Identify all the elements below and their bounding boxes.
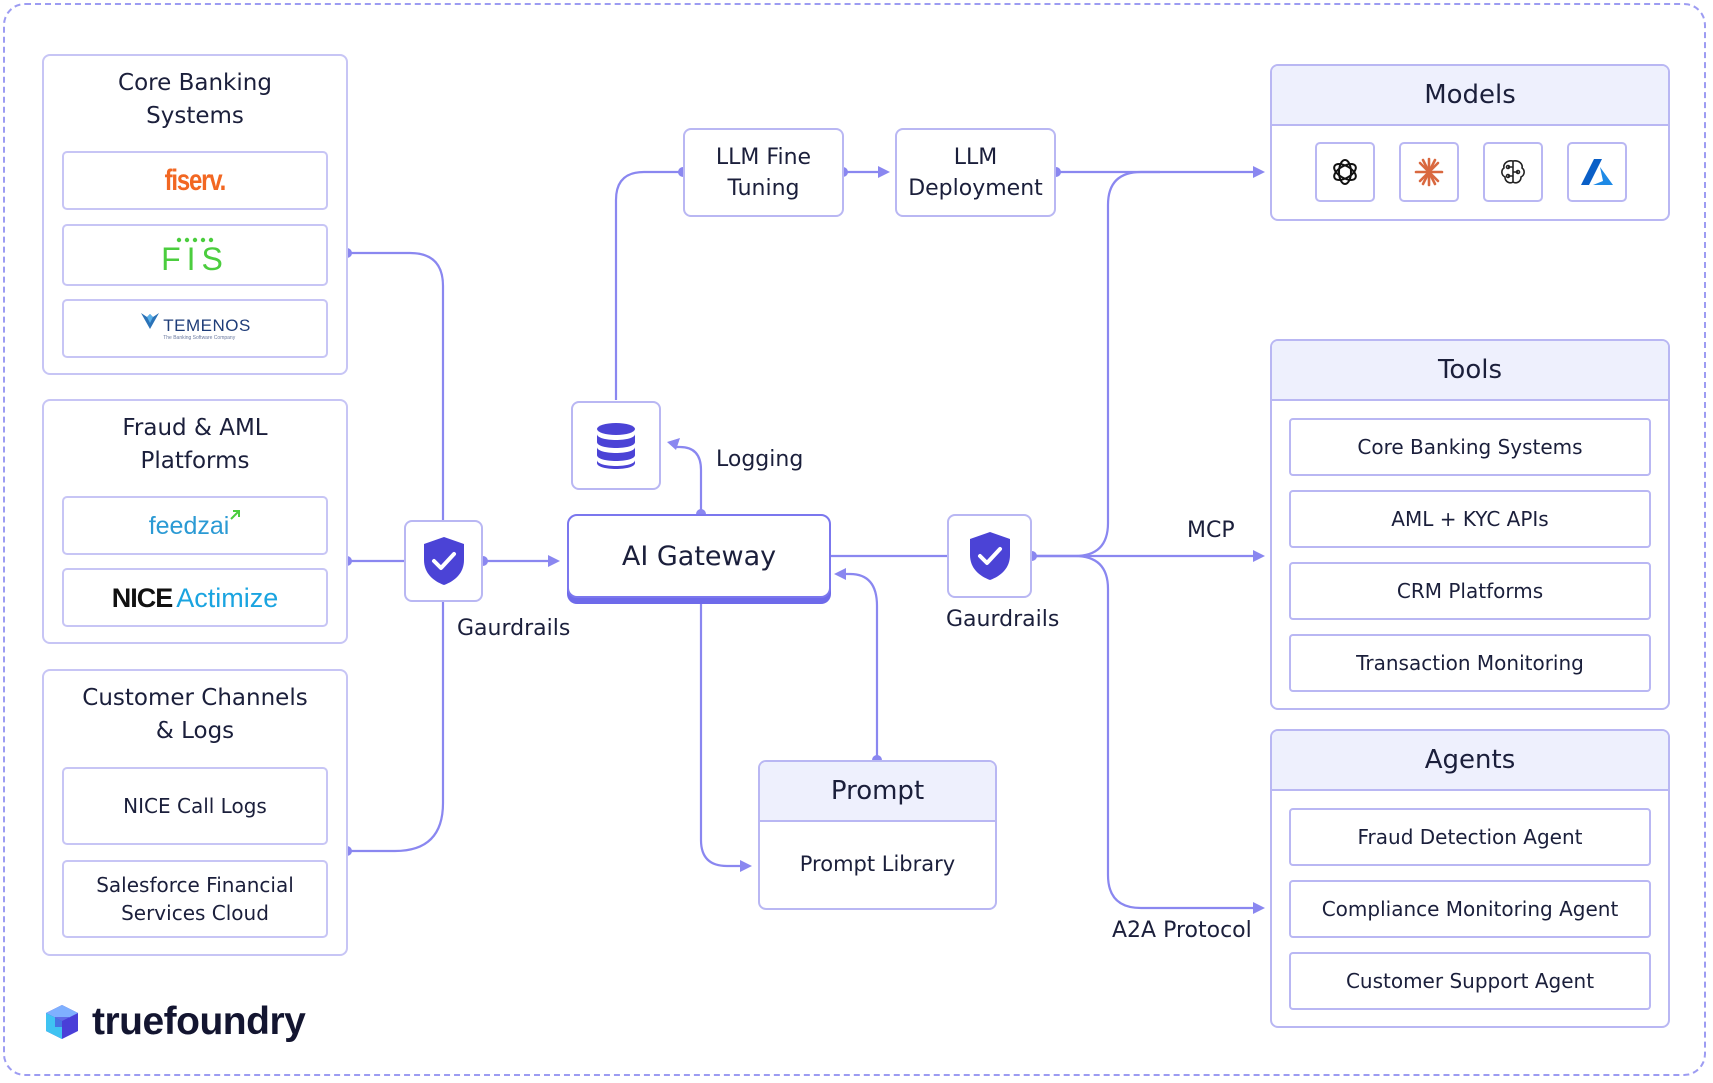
prompt-title: Prompt bbox=[760, 762, 995, 822]
logging-database bbox=[571, 401, 661, 490]
wire-core-banking bbox=[347, 251, 445, 853]
models-title: Models bbox=[1272, 66, 1668, 126]
wire-logging bbox=[675, 445, 703, 514]
wire-models-branch bbox=[1032, 170, 1160, 558]
feedzai-logo: feedzai bbox=[62, 496, 328, 555]
temenos-logo: TEMENOS The Banking Software Company bbox=[62, 299, 328, 358]
agent-item: Compliance Monitoring Agent bbox=[1289, 880, 1651, 938]
database-icon bbox=[597, 422, 635, 469]
guardrail-left-label: Gaurdrails bbox=[457, 616, 571, 641]
agent-item: Fraud Detection Agent bbox=[1289, 808, 1651, 866]
nice-actimize-logo: NICE Actimize bbox=[62, 568, 328, 627]
customer-channels-group: Customer Channels & Logs NICE Call Logs … bbox=[42, 669, 348, 956]
fis-logo: FIS bbox=[62, 224, 328, 286]
group-title: Fraud & AML Platforms bbox=[122, 415, 268, 474]
wire-db-finetune bbox=[614, 170, 683, 400]
openai-icon bbox=[1315, 142, 1375, 202]
salesforce-item: Salesforce Financial Services Cloud bbox=[62, 860, 328, 938]
guardrail-right bbox=[947, 514, 1032, 598]
wire-a2a bbox=[1032, 554, 1255, 910]
truefoundry-brand: truefoundry bbox=[42, 1000, 306, 1044]
llm-fine-tuning-node: LLM Fine Tuning bbox=[683, 128, 844, 217]
guardrail-left bbox=[404, 520, 483, 602]
agents-panel: Agents Fraud Detection Agent Compliance … bbox=[1270, 729, 1670, 1028]
shield-check-icon bbox=[423, 537, 464, 585]
guardrail-right-label: Gaurdrails bbox=[946, 607, 1060, 632]
wire-gateway-prompt bbox=[699, 596, 742, 868]
nice-call-logs-item: NICE Call Logs bbox=[62, 767, 328, 845]
agents-title: Agents bbox=[1272, 731, 1668, 791]
tools-panel: Tools Core Banking Systems AML + KYC API… bbox=[1270, 339, 1670, 710]
logging-label: Logging bbox=[716, 447, 804, 472]
temenos-icon bbox=[141, 312, 160, 329]
ai-gateway: AI Gateway bbox=[567, 514, 831, 598]
fraud-aml-group: Fraud & AML Platforms feedzai NICE Actim… bbox=[42, 399, 348, 644]
group-title: Customer Channels & Logs bbox=[82, 685, 308, 744]
brain-chip-icon bbox=[1483, 142, 1543, 202]
tool-item: CRM Platforms bbox=[1289, 562, 1651, 620]
arrow-up-right-icon bbox=[230, 509, 241, 520]
agent-item: Customer Support Agent bbox=[1289, 952, 1651, 1010]
a2a-label: A2A Protocol bbox=[1112, 918, 1252, 943]
shield-check-icon bbox=[969, 532, 1010, 580]
tool-item: Transaction Monitoring bbox=[1289, 634, 1651, 692]
wire-prompt-gateway bbox=[845, 572, 879, 760]
group-title: Core Banking Systems bbox=[118, 70, 272, 129]
core-banking-group: Core Banking Systems fiserv. FIS TEMENOS… bbox=[42, 54, 348, 375]
truefoundry-logo-icon bbox=[46, 1005, 78, 1039]
llm-deployment-node: LLM Deployment bbox=[895, 128, 1056, 217]
azure-icon bbox=[1567, 142, 1627, 202]
mcp-label: MCP bbox=[1187, 518, 1235, 543]
anthropic-icon bbox=[1399, 142, 1459, 202]
fis-dots-icon bbox=[176, 237, 214, 243]
prompt-library: Prompt Library bbox=[799, 852, 956, 876]
brand-name: truefoundry bbox=[92, 1000, 306, 1043]
fiserv-logo: fiserv. bbox=[62, 151, 328, 210]
prompt-panel: Prompt Prompt Library bbox=[758, 760, 997, 910]
tool-item: Core Banking Systems bbox=[1289, 418, 1651, 476]
tools-title: Tools bbox=[1272, 341, 1668, 401]
dashed-frame bbox=[3, 3, 1706, 1076]
tool-item: AML + KYC APIs bbox=[1289, 490, 1651, 548]
